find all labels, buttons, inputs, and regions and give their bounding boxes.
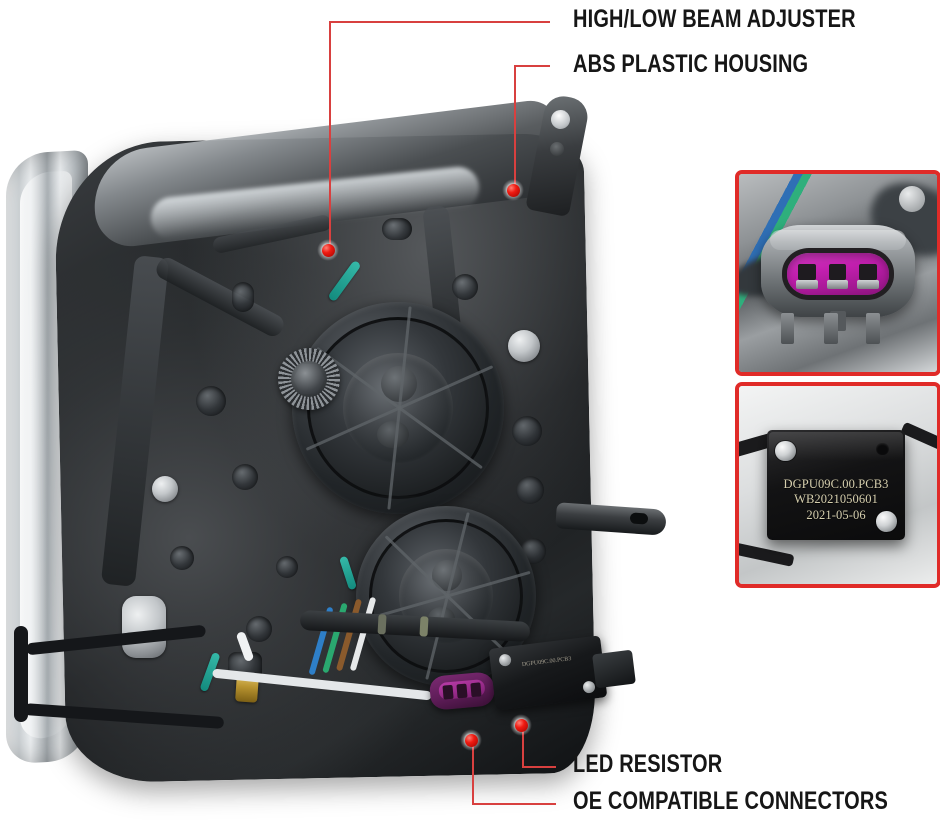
- marker-abs-plastic-housing: [502, 179, 524, 201]
- resistor-label-line-2: WB2021050601: [794, 492, 878, 507]
- label-abs-plastic-housing: ABS PLASTIC HOUSING: [573, 50, 809, 78]
- leader-line-led-resistor-h: [522, 766, 556, 768]
- housing-bracket-silver: [122, 596, 166, 658]
- housing-boss-3: [170, 546, 194, 570]
- leader-line-led-resistor-v: [522, 726, 524, 768]
- leader-line-high-low-v: [329, 21, 331, 251]
- housing-boss-9: [452, 274, 478, 300]
- oe-compatible-connector: [428, 671, 496, 711]
- resistor-label-line-1: DGPU09C.00.PCB3: [783, 477, 889, 492]
- housing-boss-10: [232, 282, 254, 312]
- connector-pin-2: [826, 263, 849, 289]
- headlight-assembly-photo: DGPU09C.00.PCB3: [0, 86, 680, 784]
- connector-pin-3: [857, 263, 880, 289]
- connector-purple-insert: [787, 252, 889, 295]
- resistor-label-text: DGPU09C.00.PCB3 WB2021050601 2021-05-06: [767, 477, 906, 523]
- housing-boss-7: [516, 476, 544, 504]
- resistor-label-line-3: 2021-05-06: [806, 507, 866, 522]
- connector-shell: [760, 225, 916, 332]
- marker-oe-compatible-connectors: [460, 729, 482, 751]
- connector-pin-1: [796, 263, 818, 289]
- side-arm-slot: [629, 512, 649, 525]
- resistor-screw-top-left: [775, 440, 796, 462]
- high-beam-bulb-cap: [292, 302, 504, 514]
- resistor-module-body: DGPU09C.00.PCB3 WB2021050601 2021-05-06: [766, 429, 906, 541]
- led-resistor-module-text: DGPU09C.00.PCB3: [521, 656, 572, 669]
- housing-boss-4: [276, 556, 298, 578]
- inset-connector-closeup: [735, 170, 940, 376]
- leader-line-abs-h: [514, 65, 550, 67]
- housing-screw-right: [508, 330, 540, 362]
- resistor-screw-bottom-right: [876, 510, 897, 532]
- harness-cable-loop: [14, 626, 28, 722]
- marker-high-low-beam-adjuster: [317, 239, 339, 261]
- housing-boss-2: [232, 464, 258, 490]
- label-high-low-beam-adjuster: HIGH/LOW BEAM ADJUSTER: [573, 5, 856, 33]
- connector-leg-3: [865, 312, 880, 345]
- housing-boss-11: [382, 218, 412, 240]
- label-oe-compatible-connectors: OE COMPATIBLE CONNECTORS: [573, 787, 888, 815]
- housing-boss-6: [512, 416, 542, 446]
- resistor-mount-flange: [592, 649, 636, 689]
- connector-leg-1: [780, 312, 795, 345]
- label-led-resistor: LED RESISTOR: [573, 750, 723, 778]
- housing-boss-5: [246, 616, 272, 642]
- marker-led-resistor: [510, 714, 532, 736]
- connector-photo-bolt: [899, 185, 926, 212]
- leader-line-high-low-h: [329, 21, 550, 23]
- housing-screw-left: [152, 476, 178, 502]
- resistor-mount-hole: [876, 442, 889, 456]
- adjuster-hex-head: [293, 363, 325, 395]
- connector-leg-2: [824, 312, 838, 345]
- leader-line-abs-v: [514, 65, 516, 191]
- housing-boss-1: [196, 386, 226, 416]
- inset-resistor-closeup: DGPU09C.00.PCB3 WB2021050601 2021-05-06: [735, 382, 940, 588]
- leader-line-oe-connectors-v: [472, 741, 474, 805]
- leader-line-oe-connectors-h: [472, 803, 556, 805]
